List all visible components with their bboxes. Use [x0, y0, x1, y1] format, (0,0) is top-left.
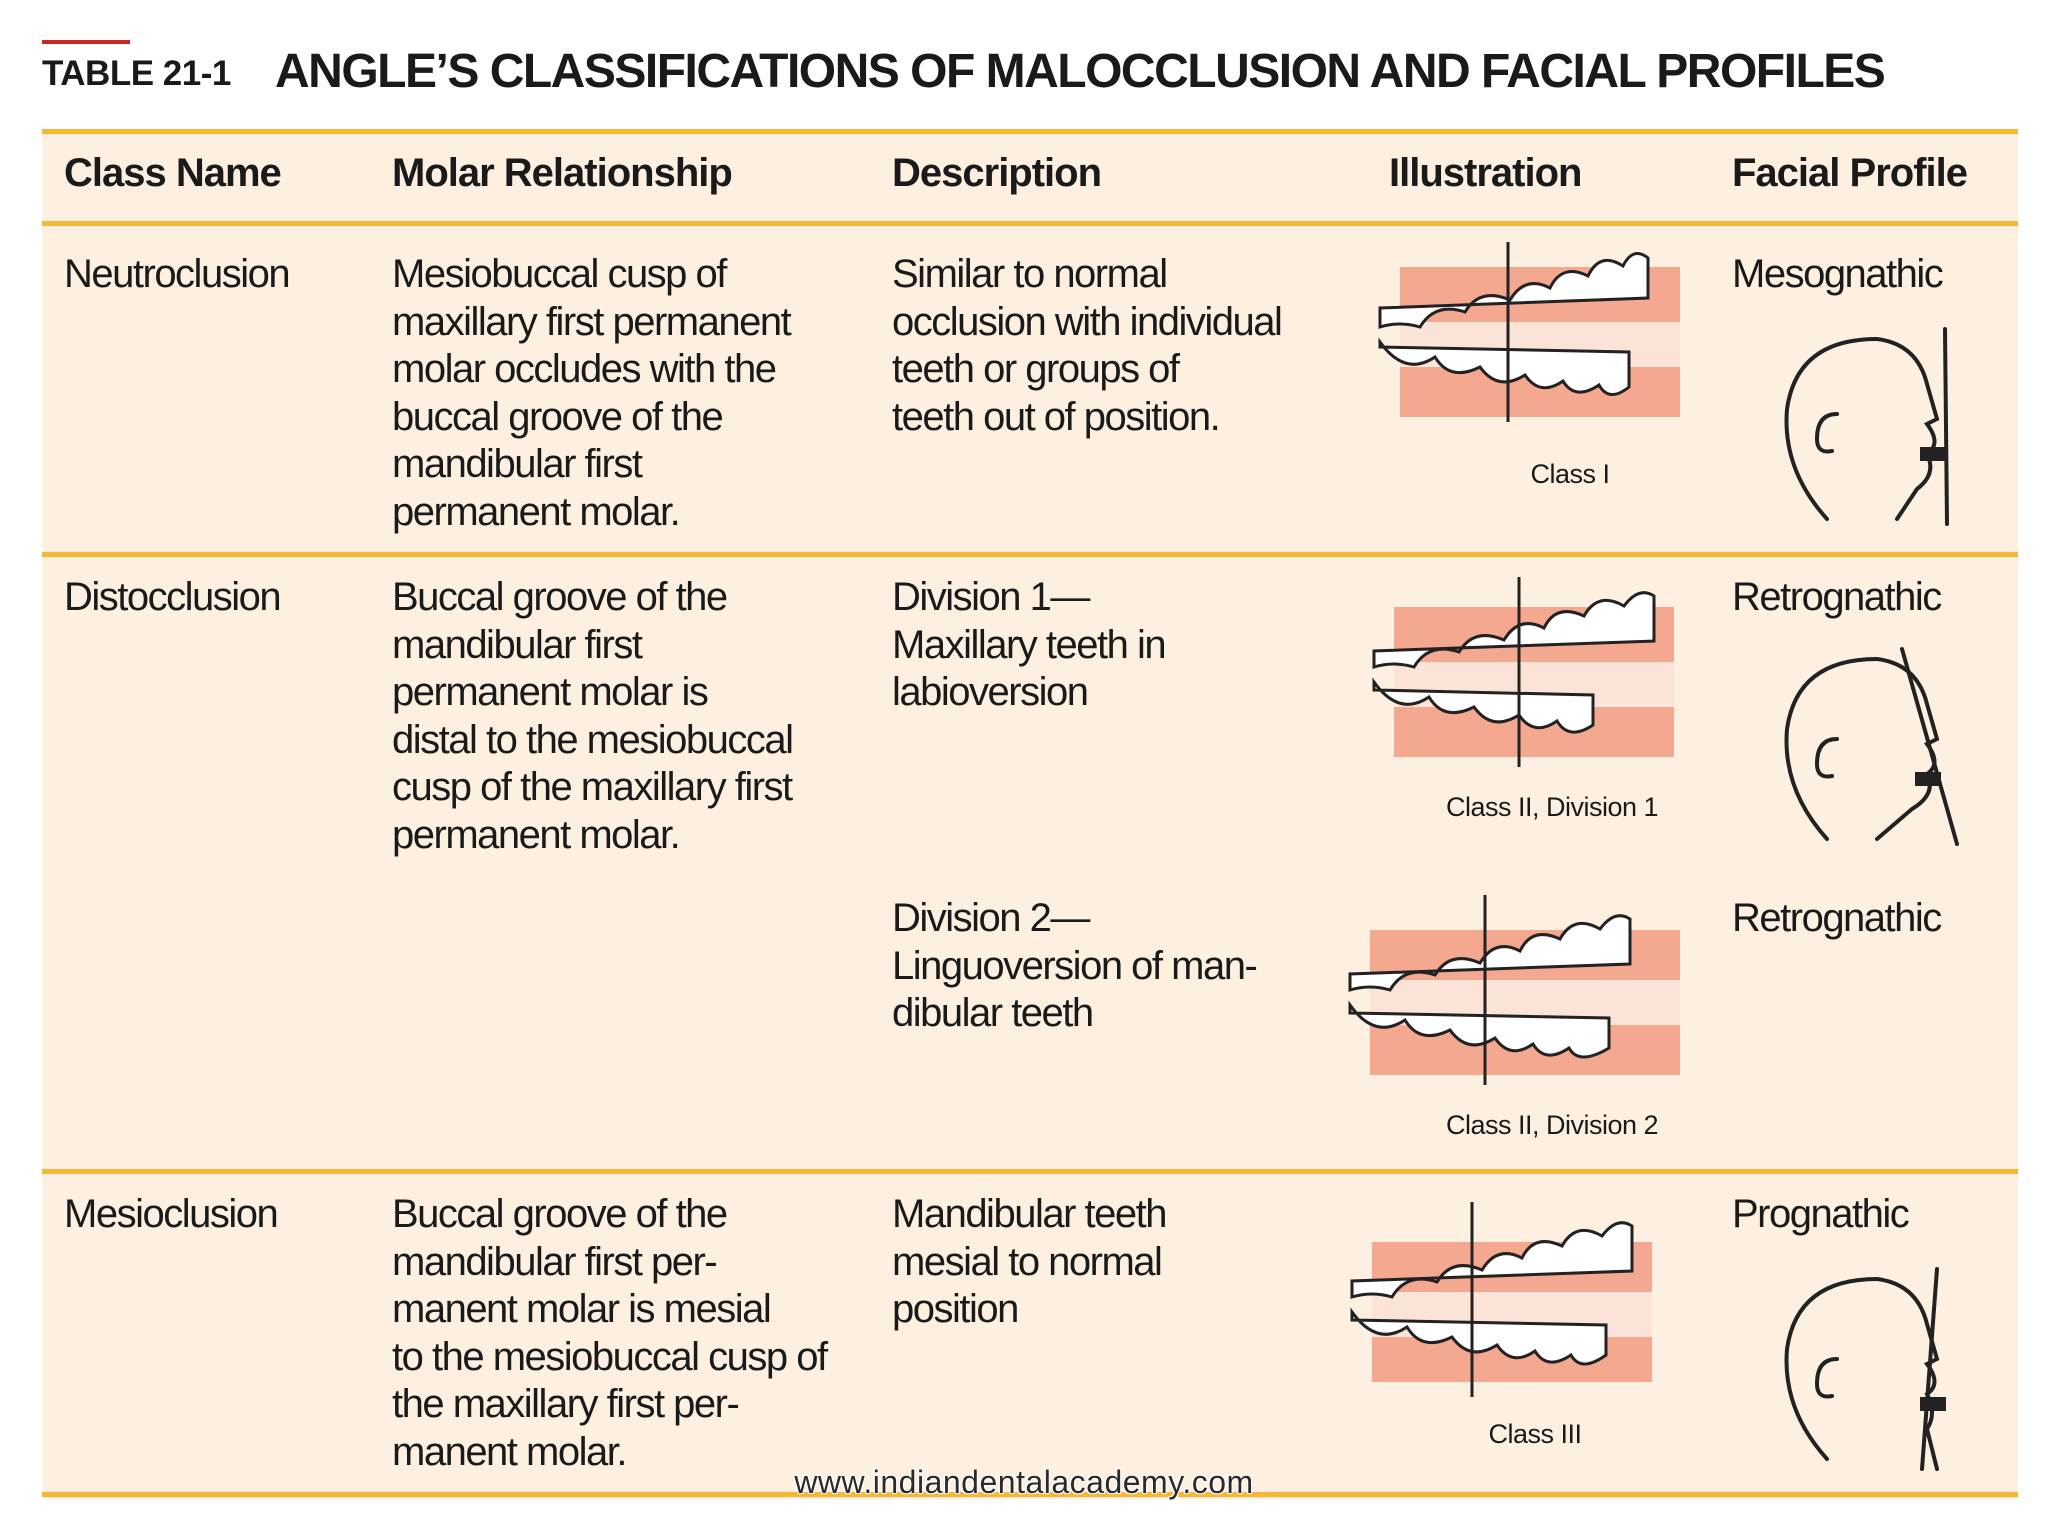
- molar-relationship-cell: Buccal groove of the mandibular first pe…: [392, 1192, 828, 1474]
- class-name-cell: Mesioclusion: [64, 1192, 279, 1236]
- facial-profile-cell: Retrognathic: [1732, 896, 1942, 940]
- header-rule: [42, 221, 2018, 226]
- class-name-cell: Distocclusion: [64, 575, 282, 619]
- class-name-cell: Neutroclusion: [64, 252, 291, 296]
- header-description: Description: [892, 151, 1102, 195]
- molar-relationship-cell: Buccal groove of the mandibular first pe…: [392, 575, 794, 857]
- classification-table: Class Name Molar Relationship Descriptio…: [42, 129, 2018, 1499]
- teeth-illustration-icon: [1350, 1202, 1652, 1397]
- table-bottom-rule: [42, 1492, 2018, 1497]
- illustration-caption: Class II, Division 1: [1445, 792, 1659, 822]
- face-profile-icon: [1784, 327, 1949, 526]
- description-cell: Division 1— Maxillary teeth in labiovers…: [892, 575, 1167, 714]
- illustration-caption: Class I: [1530, 459, 1610, 489]
- teeth-illustration-icon: [1378, 242, 1680, 422]
- table-top-rule: [42, 129, 2018, 134]
- facial-profile-cell: Mesognathic: [1732, 252, 1944, 296]
- row-divider: [42, 1169, 2018, 1174]
- illustration-caption: Class III: [1488, 1419, 1582, 1449]
- table-number: TABLE 21-1: [42, 54, 231, 93]
- illustration-caption: Class II, Division 2: [1445, 1110, 1659, 1140]
- watermark: www.indiandentalacademy.com: [794, 1464, 1254, 1500]
- teeth-illustration-icon: [1348, 895, 1680, 1085]
- teeth-illustration-icon: [1372, 577, 1674, 767]
- description-cell: Similar to normal occlusion with individ…: [892, 252, 1283, 439]
- description-cell: Mandibular teeth mesial to normal positi…: [892, 1192, 1167, 1331]
- molar-relationship-cell: Mesiobuccal cusp of maxillary first perm…: [392, 252, 792, 534]
- header-molar-relationship: Molar Relationship: [392, 151, 733, 195]
- row-divider: [42, 552, 2018, 557]
- page-title: ANGLE’S CLASSIFICATIONS OF MALOCCLUSION …: [275, 45, 1886, 98]
- header-class-name: Class Name: [64, 151, 282, 195]
- face-profile-icon: [1784, 1267, 1946, 1471]
- face-profile-icon: [1784, 647, 1959, 846]
- title-accent-bar: [42, 40, 130, 44]
- facial-profile-cell: Retrognathic: [1732, 575, 1942, 619]
- header-illustration: Illustration: [1389, 151, 1582, 195]
- header-facial-profile: Facial Profile: [1732, 151, 1968, 195]
- facial-profile-cell: Prognathic: [1732, 1192, 1910, 1236]
- description-cell: Division 2— Linguoversion of man- dibula…: [892, 896, 1258, 1035]
